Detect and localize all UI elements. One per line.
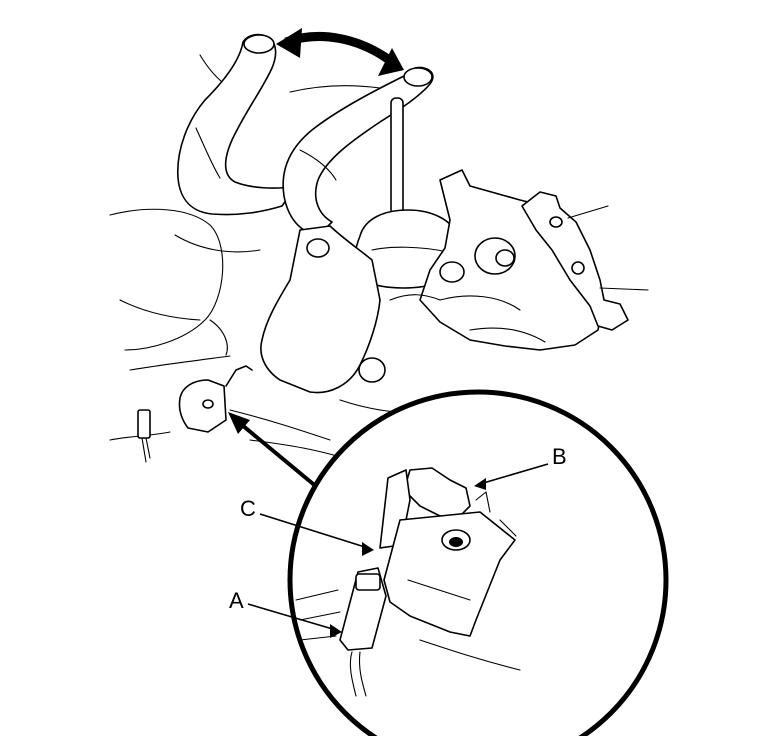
callout-label-c: C (240, 496, 256, 521)
parking-brake-lever-rear (177, 33, 297, 216)
console-outline (109, 54, 381, 371)
detail-pointer-arrow (228, 412, 320, 490)
callout-leaders (247, 463, 549, 638)
callout-label-b: B (552, 444, 567, 469)
rear-plate (521, 191, 649, 331)
switch-bracket-small (109, 365, 253, 441)
detail-connector (339, 567, 387, 697)
detail-switch-bracket (379, 467, 521, 671)
connector-small (137, 409, 151, 463)
movement-arrow (276, 28, 404, 76)
callout-label-a: A (229, 588, 244, 613)
